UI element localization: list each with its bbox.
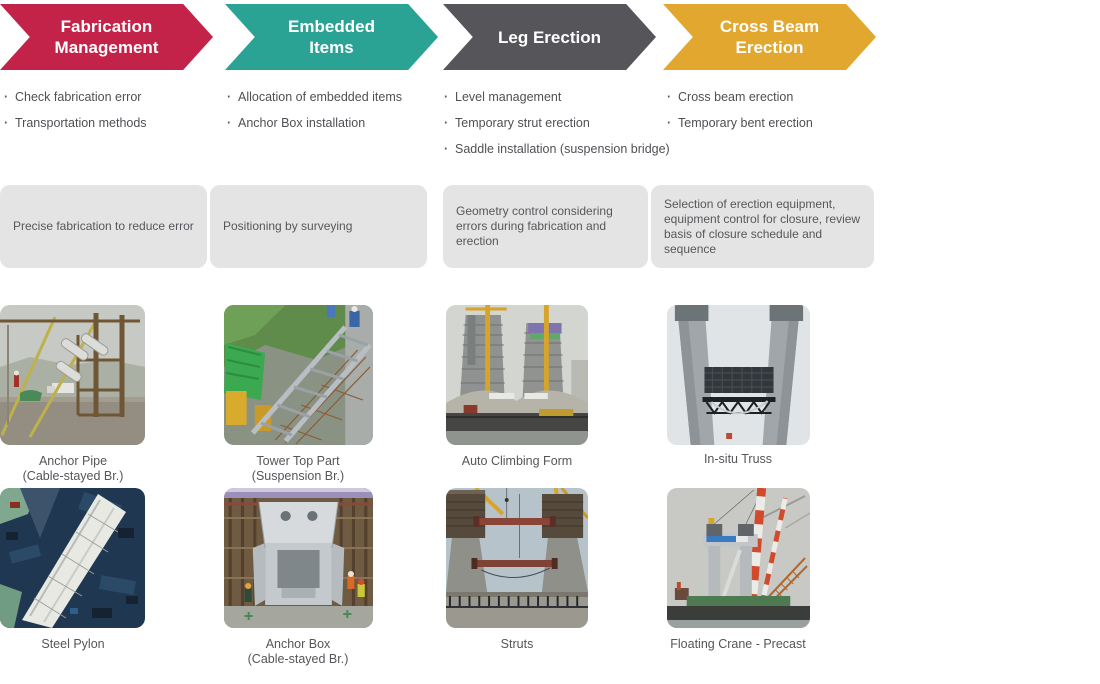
bullet-list-embedded-items: Allocation of embedded items Anchor Box …: [226, 90, 464, 142]
bullet-item: Check fabrication error: [3, 90, 241, 104]
photo-auto-climbing-form: [446, 305, 588, 445]
caption-tower-top-part: Tower Top Part(Suspension Br.): [251, 454, 345, 483]
bullet-item: Allocation of embedded items: [226, 90, 464, 104]
caption-auto-climbing-form: Auto Climbing Form: [461, 454, 573, 468]
note-leg-erection: Geometry control considering errors duri…: [443, 185, 648, 268]
note-fabrication-management: Precise fabrication to reduce error: [0, 185, 207, 268]
caption-struts: Struts: [500, 637, 534, 651]
bullet-item: Level management: [443, 90, 681, 104]
bullet-item: Transportation methods: [3, 116, 241, 130]
bullet-item: Anchor Box installation: [226, 116, 464, 130]
bullet-list-fabrication-management: Check fabrication error Transportation m…: [3, 90, 241, 142]
caption-in-situ-truss: In-situ Truss: [703, 452, 773, 466]
caption-anchor-pipe: Anchor Pipe(Cable-stayed Br.): [22, 454, 124, 483]
bullet-list-leg-erection: Level management Temporary strut erectio…: [443, 90, 681, 168]
note-embedded-items: Positioning by surveying: [210, 185, 427, 268]
note-cross-beam-erection: Selection of erection equipment, equipme…: [651, 185, 874, 268]
caption-anchor-box: Anchor Box(Cable-stayed Br.): [247, 637, 349, 666]
photo-steel-pylon: [0, 488, 145, 628]
bullet-item: Saddle installation (suspension bridge): [443, 142, 681, 156]
note-text: Positioning by surveying: [223, 219, 353, 233]
photo-tower-top-part: [224, 305, 373, 445]
note-text: Precise fabrication to reduce error: [13, 219, 194, 233]
note-text: Selection of erection equipment, equipme…: [664, 196, 861, 256]
photo-floating-crane-precast: [667, 488, 810, 628]
photo-anchor-pipe: [0, 305, 145, 445]
bullet-item: Cross beam erection: [666, 90, 904, 104]
note-text: Geometry control considering errors duri…: [456, 204, 613, 248]
photo-struts: [446, 488, 588, 628]
caption-steel-pylon: Steel Pylon: [41, 637, 105, 651]
stage-arrow-leg-erection: Leg Erection: [443, 4, 656, 70]
photo-anchor-box: [224, 488, 373, 628]
bullet-item: Temporary bent erection: [666, 116, 904, 130]
caption-floating-crane-precast: Floating Crane - Precast: [670, 637, 806, 651]
bullet-list-cross-beam-erection: Cross beam erection Temporary bent erect…: [666, 90, 904, 142]
bullet-item: Temporary strut erection: [443, 116, 681, 130]
photo-in-situ-truss: [667, 305, 810, 445]
stage-label: Leg Erection: [498, 27, 601, 47]
